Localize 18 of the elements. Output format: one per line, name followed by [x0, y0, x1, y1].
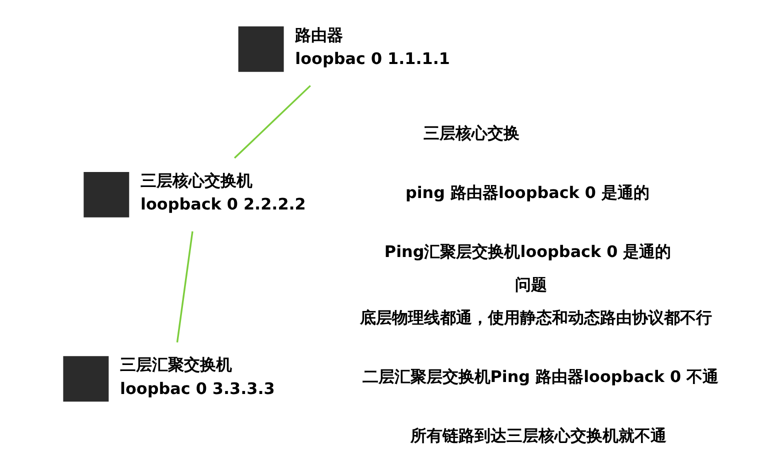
node-label: loopbac 0 3.3.3.3: [120, 378, 274, 398]
label: 底层物理线都通，使用静态和动态路由协议都不行: [359, 308, 712, 327]
node-label: 路由器: [294, 25, 343, 44]
node-box: [83, 172, 129, 218]
node-label: 三层汇聚交换机: [120, 355, 232, 374]
label: ping 路由器loopback 0 是通的: [404, 182, 650, 202]
label: 问题: [514, 274, 547, 294]
label: Ping汇聚层交换机loopback 0 是通的: [384, 242, 671, 261]
connector: [233, 85, 310, 159]
connector: [176, 231, 193, 342]
label: 三层核心交换: [423, 124, 520, 143]
node-label: 三层核心交换机: [140, 170, 252, 190]
node-label: loopback 0 2.2.2.2: [140, 194, 306, 214]
label: 所有链路到达三层核心交换机就不通: [410, 426, 666, 446]
node-box: [62, 356, 108, 402]
node-label: loopbac 0 1.1.1.1: [294, 49, 450, 68]
label: 二层汇聚层交换机Ping 路由器loopback 0 不通: [362, 366, 718, 386]
node-box: [238, 26, 284, 72]
